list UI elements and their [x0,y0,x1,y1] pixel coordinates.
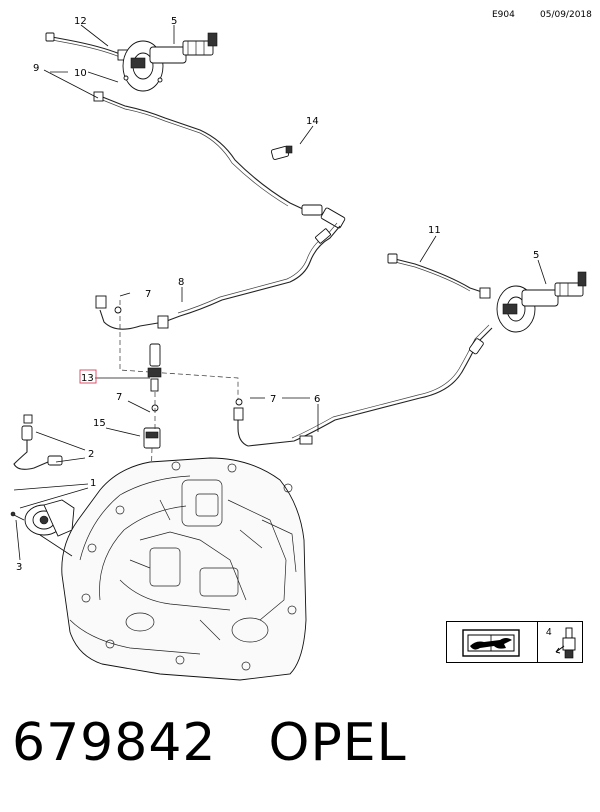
diagram-code: E904 [492,10,515,20]
callout-6: 6 [314,394,320,405]
diagram-date: 05/09/2018 [540,10,592,20]
callout-4: 4 [546,627,552,638]
footer: 679842 OPEL [12,713,407,773]
callout-11: 11 [428,225,441,236]
bleeder-valve-icon [555,627,576,659]
callout-7-c: 7 [270,394,276,405]
callout-10: 10 [74,68,87,79]
brand-name: OPEL [268,713,407,773]
clip-part-14 [270,145,293,160]
callout-1: 1 [90,478,96,489]
pipe-part-2 [13,414,63,470]
callout-2: 2 [88,449,94,460]
gearbox-housing [61,457,307,681]
exploded-view-diagram: 12 5 9 10 14 11 5 7 8 13 7 7 6 15 2 1 3 [10,16,587,681]
callout-5-lower: 5 [533,250,539,261]
callout-7-a: 7 [145,289,151,300]
lower-master-cylinder [387,253,587,333]
callout-9: 9 [33,63,39,74]
callout-13-highlight [79,369,97,384]
callout-8: 8 [178,277,184,288]
callout-13: 13 [81,373,94,384]
callout-3: 3 [16,562,22,573]
manual-wrench-icon [462,629,520,657]
callout-15: 15 [93,418,106,429]
callout-7-b: 7 [116,392,122,403]
part-number: 679842 [12,713,217,773]
quick-connector [143,343,162,449]
callout-12: 12 [74,16,87,27]
callout-14: 14 [306,116,319,127]
slave-cylinder-part-1 [24,499,75,537]
legend-box [446,621,583,663]
bolt-part-3 [10,511,25,521]
upper-master-cylinder [45,32,218,92]
legend-divider [537,622,539,662]
callout-5-upper: 5 [171,16,177,27]
